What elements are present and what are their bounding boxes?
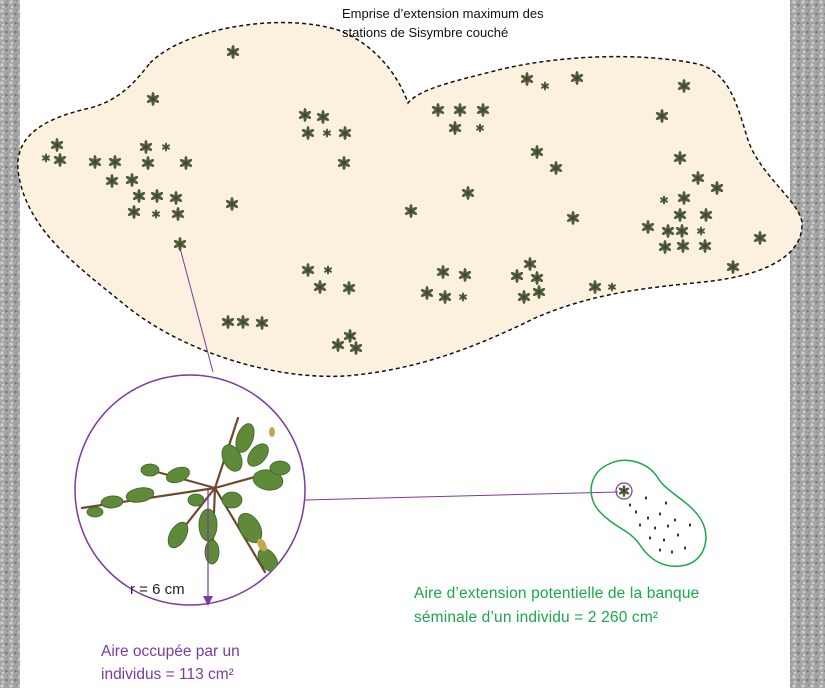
- station-title-line1: Emprise d’extension maximum des: [342, 6, 544, 21]
- seed-dot: [645, 496, 647, 500]
- seed-dot: [667, 524, 669, 528]
- seed-dot: [674, 518, 676, 522]
- seedbank-individual-circle: [615, 482, 633, 500]
- station-title-line2: stations de Sisymbre couché: [342, 25, 509, 40]
- radius-label: r = 6 cm: [130, 581, 185, 598]
- seed-dot: [629, 503, 631, 507]
- seedbank-plant-icon: [618, 485, 630, 497]
- station-extent-area: [17, 21, 803, 378]
- seed-dot: [639, 523, 641, 527]
- seed-dot: [689, 523, 691, 527]
- gravel-left-strip: [0, 0, 20, 688]
- gravel-right-strip: [790, 0, 825, 688]
- seed-dot: [635, 510, 637, 514]
- individual-area-line1: Aire occupée par un: [101, 643, 240, 660]
- seed-dot: [684, 546, 686, 550]
- seed-dot: [659, 512, 661, 516]
- seed-dot: [665, 501, 667, 505]
- connector-line-to-seedbank: [304, 491, 619, 501]
- seed-dots: [618, 485, 691, 554]
- seed-dot: [649, 536, 651, 540]
- seed-dot: [663, 538, 665, 542]
- seedbank-area-line1: Aire d’extension potentielle de la banqu…: [414, 585, 700, 602]
- individual-area-line2: individus = 113 cm²: [101, 666, 234, 683]
- seed-dot: [654, 526, 656, 530]
- plant-photo-icon: [80, 416, 298, 584]
- radius-arrowhead-icon: [203, 596, 213, 606]
- seed-dot: [659, 548, 661, 552]
- seedbank-area-line2: séminale d’un individu = 2 260 cm²: [414, 609, 659, 626]
- connector-line-to-circle: [179, 247, 214, 373]
- seedbank-extent-area: [590, 459, 707, 567]
- seed-dot: [647, 516, 649, 520]
- seed-dot: [671, 550, 673, 554]
- seed-dot: [677, 533, 679, 537]
